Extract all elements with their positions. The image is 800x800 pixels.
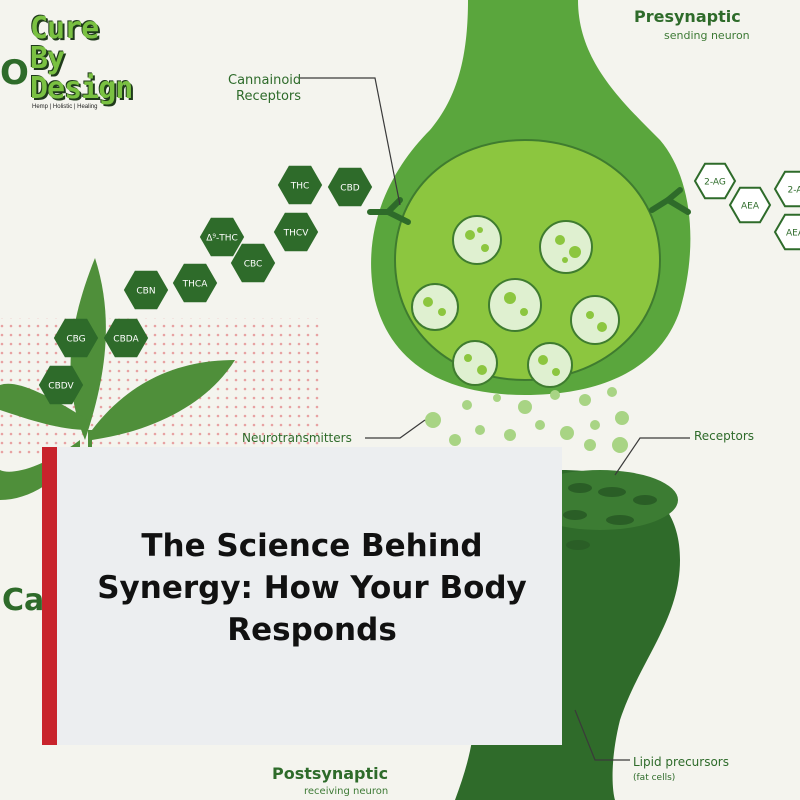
receptor-icon [367,187,691,225]
cannabinoid-hexagon: CBD [327,167,373,207]
title-card: The Science Behind Synergy: How Your Bod… [42,447,562,745]
cannabinoid-hexagon: THCA [172,263,218,303]
cannabinoid-hexagons: THC CBD THCV Δ⁹-THC CBC THCA CBN CBDA CBG CBDV [38,165,373,405]
cannabinoid-hexagon-shape [123,270,169,310]
cannabinoid-hexagon: CBC [230,243,276,283]
cannabinoid-hexagon: CBDA [103,318,149,358]
endocannabinoid-hexagon-shape [728,186,772,224]
lipid-precursors-label: Lipid precursors [633,755,729,769]
endocannabinoid-hexagons: 2-AG 2-A AEA AEA [693,162,800,251]
presynaptic-title: Presynaptic [634,7,741,26]
partial-label-bottom: Ca [2,583,44,618]
article-title: The Science Behind Synergy: How Your Bod… [97,528,527,648]
cannabinoid-hexagon-shape [199,217,245,257]
endocannabinoid-hexagon-shape [773,170,800,208]
cannabinoid-hexagon-shape [277,165,323,205]
cannabinoid-receptors-label-line1: Cannainoid [228,73,301,88]
cannabinoid-hexagon-label: THCV [283,229,310,239]
presynaptic-subtitle: sending neuron [664,29,750,42]
cannabinoid-hexagon-label: CBN [136,287,155,297]
cannabinoid-hexagon-label: THC [290,182,310,192]
cannabinoid-hexagon-shape [38,365,84,405]
cannabinoid-hexagon: CBG [53,318,99,358]
endocannabinoid-hexagon-shape [773,213,800,251]
cannabinoid-hexagon: CBN [123,270,169,310]
postsynaptic-title: Postsynaptic [272,764,388,783]
lipid-note-label: (fat cells) [633,773,675,783]
endocannabinoid-hexagon: AEA [773,213,800,251]
partial-label-top: O [0,53,29,93]
postsynaptic-subtitle: receiving neuron [304,786,388,797]
cannabinoid-hexagon-shape [103,318,149,358]
pointer-lines [300,77,690,761]
endocannabinoid-hexagon: 2-AG [693,162,737,200]
brand-logo: Cure By Design Hemp | Holistic | Healing [30,12,140,122]
cannabinoid-hexagon-label: CBG [66,335,85,345]
cannabinoid-hexagon-shape [53,318,99,358]
cannabinoid-hexagon-label: CBD [340,184,359,194]
presynaptic-inner [393,138,662,382]
endocannabinoid-hexagon: AEA [728,186,772,224]
neurotransmitters-label: Neurotransmitters [242,431,352,445]
cannabinoid-hexagon: THCV [273,212,319,252]
title-accent-bar [42,447,57,745]
vesicles [411,215,620,388]
endocannabinoid-hexagon-label: 2-A [788,186,800,196]
logo-title: Cure By Design [30,11,133,106]
endocannabinoid-hexagon-shape [693,162,737,200]
neurotransmitter-dots [425,387,629,453]
cannabinoid-hexagon-shape [327,167,373,207]
cannabinoid-hexagon-label: CBC [244,260,263,270]
endocannabinoid-hexagon-label: AEA [786,229,800,239]
cannabinoid-hexagon: Δ⁹-THC [199,217,245,257]
receptors-label: Receptors [694,429,754,443]
cannabinoid-receptors-label-line2: Receptors [236,89,301,104]
cannabinoid-hexagon: CBDV [38,365,84,405]
cannabinoid-hexagon-shape [230,243,276,283]
cannabinoid-hexagon: THC [277,165,323,205]
endocannabinoid-hexagon-label: 2-AG [704,178,726,188]
postsynaptic-receptors [563,483,657,550]
cannabinoid-hexagon-shape [172,263,218,303]
endocannabinoid-hexagon-label: AEA [741,202,760,212]
cannabinoid-hexagon-label: THCA [182,280,209,290]
vesicle-dots [423,227,607,376]
endocannabinoid-hexagon: 2-A [773,170,800,208]
cannabinoid-hexagon-shape [273,212,319,252]
cannabinoid-hexagon-label: CBDA [113,335,139,345]
cannabinoid-hexagon-label: Δ⁹-THC [206,234,238,244]
logo-tagline: Hemp | Holistic | Healing [32,104,98,110]
cannabinoid-hexagon-label: CBDV [48,382,74,392]
